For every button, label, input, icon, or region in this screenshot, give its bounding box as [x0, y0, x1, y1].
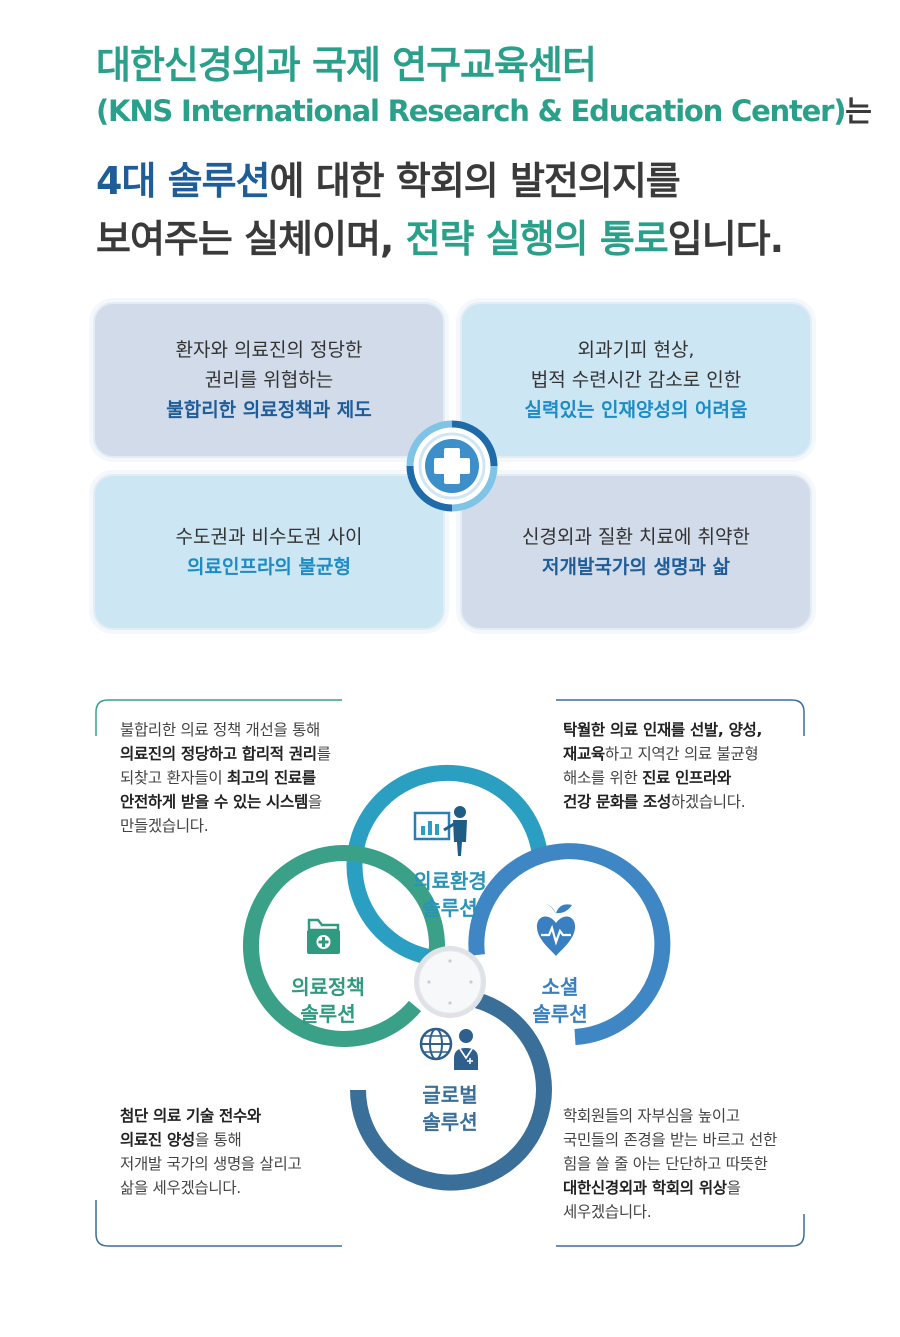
quadrant-line: 환자와 의료진의 정당한: [175, 339, 363, 361]
plus-icon: [434, 448, 470, 484]
headline-line-2: 보여주는 실체이며, 전략 실행의 통로입니다.: [96, 208, 784, 263]
solution-policy-label: 의료정책 솔루션: [268, 974, 388, 1028]
text-line: 되찾고 환자들이 최고의 진료를: [120, 766, 331, 790]
text-line: 해소를 위한 진료 인프라와: [563, 766, 762, 790]
text-line: 첨단 의료 기술 전수와: [120, 1104, 301, 1128]
headline-line-1: 4대 솔루션에 대한 학회의 발전의지를: [96, 150, 681, 205]
quadrant-highlight: 저개발국가의 생명과 삶: [541, 556, 731, 578]
text-line: 탁월한 의료 인재를 선발, 양성,: [563, 718, 762, 742]
text-line: 대한신경외과 학회의 위상을: [563, 1176, 777, 1200]
text-bold: 첨단 의료 기술 전수와: [120, 1107, 261, 1125]
social-solution-description: 학회원들의 자부심을 높이고 국민들의 존경을 받는 바르고 선한 힘을 쓸 줄…: [563, 1104, 777, 1224]
quadrant-line: 수도권과 비수도권 사이: [175, 526, 363, 548]
quadrant-line: 신경외과 질환 치료에 취약한: [522, 526, 750, 548]
quadrant-policy-problem: 환자와 의료진의 정당한 권리를 위협하는 불합리한 의료정책과 제도: [93, 302, 445, 458]
text-bold: 의료진 양성: [120, 1131, 195, 1149]
text-bold: 탁월한 의료 인재를 선발, 양성,: [563, 721, 763, 739]
solution-social-label: 소셜 솔루션: [505, 974, 615, 1028]
headline-highlight-strategy: 전략 실행의 통로: [405, 217, 669, 261]
quadrant-highlight: 실력있는 인재양성의 어려움: [524, 399, 748, 421]
text-bold: 안전하게 받을 수 있는 시스템: [120, 793, 308, 811]
text-line: 건강 문화를 조성하겠습니다.: [563, 790, 762, 814]
solution-name: 의료정책: [291, 975, 365, 999]
text-line: 재교육하고 지역간 의료 불균형: [563, 742, 762, 766]
quadrant-line: 권리를 위협하는: [204, 369, 334, 391]
text-bold: 최고의 진료를: [226, 769, 316, 787]
presentation-icon: [413, 806, 467, 856]
headline-line-1-rest: 에 대한 학회의 발전의지를: [269, 159, 681, 203]
subtitle-suffix: 는: [845, 94, 872, 128]
heart-apple-icon: [536, 904, 576, 956]
text-regular: 되찾고 환자들이: [120, 769, 227, 787]
policy-solution-description: 불합리한 의료 정책 개선을 통해 의료진의 정당하고 합리적 권리를 되찾고 …: [120, 718, 331, 838]
solution-suffix: 솔루션: [422, 1110, 478, 1134]
text-line: 불합리한 의료 정책 개선을 통해: [120, 721, 320, 739]
text-bold: 재교육: [563, 745, 605, 763]
text-bold: 의료진의 정당하고 합리적 권리: [120, 745, 317, 763]
text-regular: 하겠습니다.: [670, 793, 746, 811]
quadrant-infra-problem: 수도권과 비수도권 사이 의료인프라의 불균형: [93, 474, 445, 630]
text-line: 저개발 국가의 생명을 살리고: [120, 1155, 302, 1173]
text-regular: 를: [316, 745, 331, 763]
quadrant-line: 외과기피 현상,: [577, 339, 695, 361]
text-line: 삶을 세우겠습니다.: [120, 1179, 241, 1197]
quadrant-talent-problem: 외과기피 현상, 법적 수련시간 감소로 인한 실력있는 인재양성의 어려움: [460, 302, 812, 458]
solution-name: 글로벌: [422, 1083, 478, 1107]
headline-line-2-pre: 보여주는 실체이며,: [96, 217, 406, 261]
quadrant-highlight: 불합리한 의료정책과 제도: [166, 399, 372, 421]
environment-solution-description: 탁월한 의료 인재를 선발, 양성, 재교육하고 지역간 의료 불균형 해소를 …: [563, 718, 762, 814]
text-line: 만들겠습니다.: [120, 817, 209, 835]
ring-environment: [346, 764, 548, 967]
quadrant-line: 법적 수련시간 감소로 인한: [530, 369, 742, 391]
solution-suffix: 솔루션: [422, 896, 478, 920]
center-disc: [414, 946, 486, 1018]
quadrant-highlight: 의료인프라의 불균형: [187, 556, 351, 578]
medical-folder-icon: [307, 918, 340, 954]
ring-social: [468, 843, 671, 1045]
text-line: 힘을 쓸 줄 아는 단단하고 따뜻한: [563, 1155, 768, 1173]
ring-policy: [242, 845, 445, 1047]
text-bold: 대한신경외과 학회의 위상: [563, 1179, 727, 1197]
text-bold: 건강 문화를 조성: [563, 793, 671, 811]
solution-global-label: 글로벌 솔루션: [395, 1082, 505, 1136]
solution-suffix: 솔루션: [532, 1002, 588, 1026]
solution-environment-label: 의료환경 솔루션: [400, 868, 500, 922]
text-regular: 을: [726, 1179, 741, 1197]
page-title: 대한신경외과 국제 연구교육센터: [96, 43, 597, 87]
text-line: 세우겠습니다.: [563, 1203, 652, 1221]
text-line: 의료진 양성을 통해: [120, 1128, 301, 1152]
text-bold: 진료 인프라와: [642, 769, 731, 787]
ring-global: [350, 992, 552, 1191]
text-line: 안전하게 받을 수 있는 시스템을: [120, 790, 331, 814]
headline-highlight-solutions: 4대 솔루션: [96, 159, 271, 203]
text-line: 의료진의 정당하고 합리적 권리를: [120, 742, 331, 766]
text-regular: 을: [307, 793, 322, 811]
text-regular: 하고 지역간 의료 불균형: [604, 745, 759, 763]
headline-line-2-post: 입니다.: [667, 217, 784, 261]
plus-emblem: [406, 420, 498, 512]
solution-name: 소셜: [541, 975, 579, 999]
global-solution-description: 첨단 의료 기술 전수와 의료진 양성을 통해 저개발 국가의 생명을 살리고 …: [120, 1104, 302, 1200]
solution-suffix: 솔루션: [300, 1002, 356, 1026]
page-subtitle: (KNS International Research & Education …: [96, 88, 872, 130]
text-line: 학회원들의 자부심을 높이고: [563, 1107, 740, 1125]
globe-doctor-icon: [419, 1027, 478, 1070]
solution-name: 의료환경: [413, 869, 487, 893]
text-regular: 을 통해: [194, 1131, 242, 1149]
text-regular: 해소를 위한: [563, 769, 643, 787]
quadrant-developing-problem: 신경외과 질환 치료에 취약한 저개발국가의 생명과 삶: [460, 474, 812, 630]
text-line: 국민들의 존경을 받는 바르고 선한: [563, 1131, 777, 1149]
subtitle-english: (KNS International Research & Education …: [96, 94, 846, 128]
